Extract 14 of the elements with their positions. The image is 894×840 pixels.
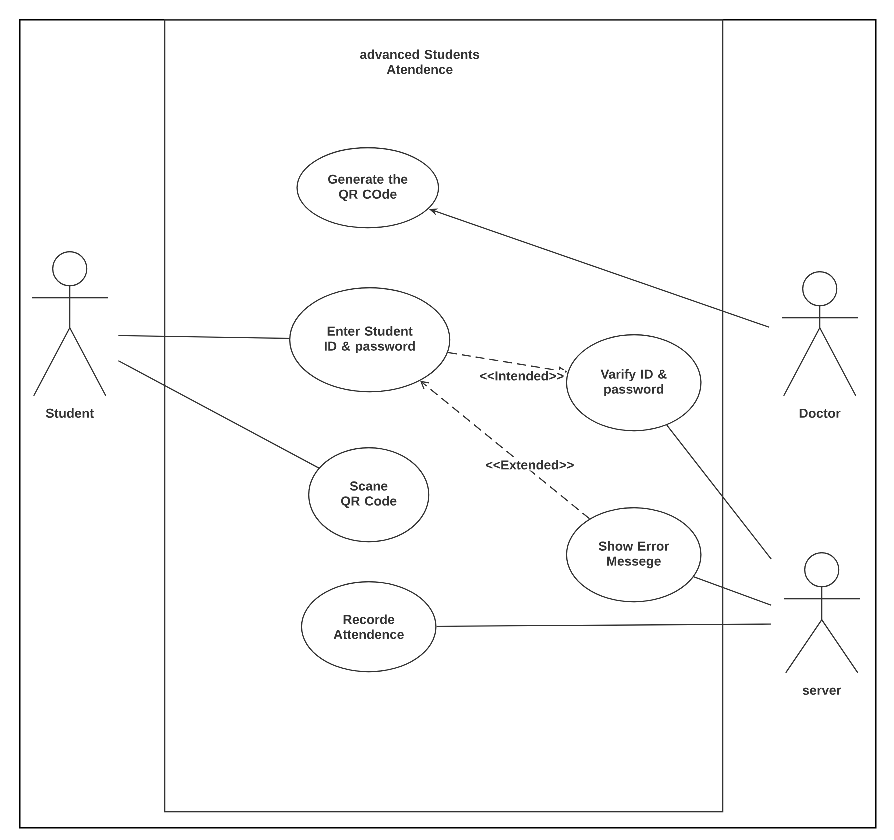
node-label: Doctor	[800, 408, 841, 418]
connector	[666, 425, 772, 560]
node-label: server	[802, 688, 842, 696]
node-label: Student	[46, 408, 94, 418]
actor-figure: server	[784, 552, 860, 696]
connector	[118, 360, 320, 469]
edge-label: <<Extended>>	[484, 459, 576, 471]
actor-figure: Student	[32, 251, 108, 418]
connector	[118, 335, 290, 340]
connector	[420, 381, 590, 520]
edge-label: <<Intended>>	[478, 370, 566, 382]
actor-figure: Doctor	[782, 271, 858, 418]
connector	[436, 624, 772, 628]
connector	[694, 576, 772, 606]
